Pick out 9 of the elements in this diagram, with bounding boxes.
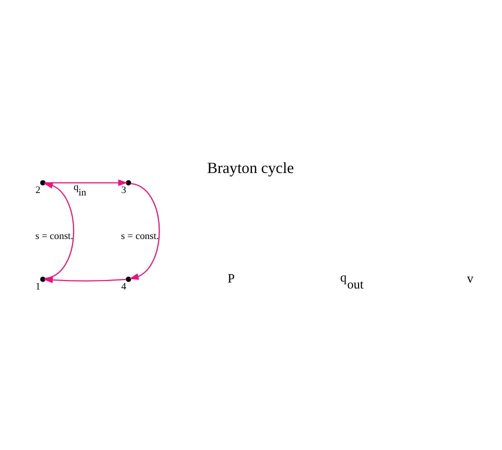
label: P [228,271,235,286]
label: v [466,271,474,286]
node-label: 2 [36,185,41,196]
node-label: 3 [121,185,126,196]
edge-label: s = const. [35,230,74,242]
node-label: 1 [36,281,41,292]
node-label: 4 [121,281,126,292]
edge-label: s = const. [121,230,159,242]
diagram-title: Brayton cycle [207,160,294,178]
